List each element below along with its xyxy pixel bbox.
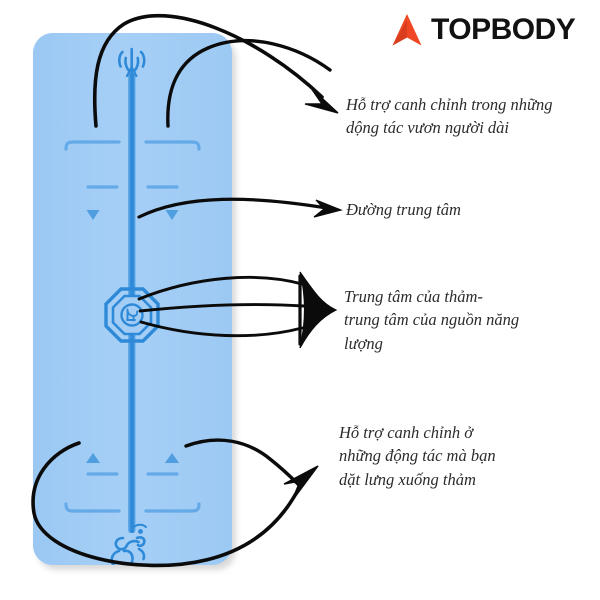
mandala-medallion-icon <box>104 287 160 343</box>
arrowhead-1 <box>304 87 339 114</box>
brand-name: TOPBODY <box>431 13 576 46</box>
annotation-alignment-lying-down: Hỗ trợ canh chỉnh ở những động tác mà bạ… <box>339 423 496 489</box>
yoga-mat <box>33 33 236 570</box>
annotation-alignment-long-stretch: Hỗ trợ canh chỉnh trong những dộng tác v… <box>346 95 553 138</box>
chevron-up-mark-icon <box>392 14 422 46</box>
arrowhead-4 <box>283 465 319 502</box>
annotation-center-line: Đường trung tâm <box>346 200 461 219</box>
annotation-mat-center-energy: Trung tâm của thảm- trung tâm của nguồn … <box>344 287 520 353</box>
brand-logo: TOPBODY <box>392 13 576 46</box>
arrowhead-3 <box>299 271 338 349</box>
mat-surface <box>33 33 232 565</box>
arrowhead-2 <box>313 199 343 218</box>
mat-alignment-markings <box>33 33 232 565</box>
